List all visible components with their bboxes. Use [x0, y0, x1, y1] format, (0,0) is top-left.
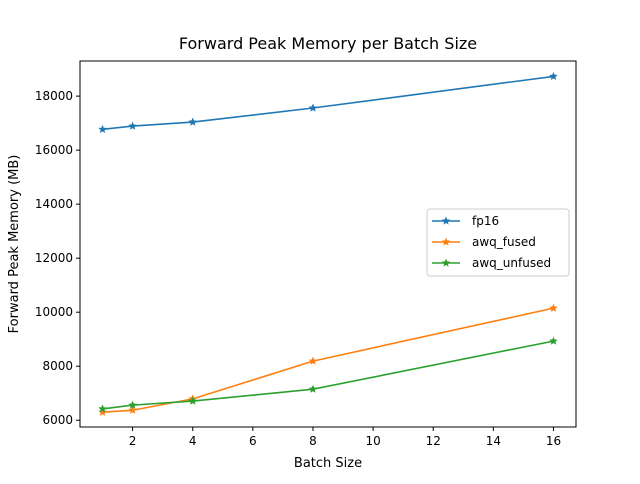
- series-line-fp16: [102, 75, 554, 131]
- data-point-fp16: [188, 117, 197, 126]
- y-tick-label: 12000: [35, 251, 73, 265]
- legend-marker: [441, 258, 451, 267]
- legend-box: [426, 208, 570, 277]
- legend-label: fp16: [472, 214, 499, 228]
- data-point-awq_fused: [98, 407, 107, 416]
- x-tick-label: 4: [189, 434, 197, 448]
- chart-title: Forward Peak Memory per Batch Size: [179, 34, 477, 53]
- series-fp16: [98, 71, 558, 133]
- series-awq_fused: [98, 303, 558, 416]
- data-point-awq_fused: [128, 405, 137, 414]
- series-line-awq_unfused: [102, 340, 554, 410]
- data-point-awq_unfused: [188, 396, 197, 405]
- y-tick-label: 6000: [42, 413, 73, 427]
- y-tick-label: 8000: [42, 359, 73, 373]
- x-tick-label: 8: [309, 434, 317, 448]
- data-point-awq_fused: [549, 303, 558, 312]
- data-point-fp16: [128, 121, 137, 130]
- legend-label: awq_unfused: [472, 256, 551, 270]
- legend-marker: [441, 216, 451, 225]
- y-axis-label: Forward Peak Memory (MB): [7, 155, 22, 334]
- x-tick-label: 2: [129, 434, 137, 448]
- y-tick-label: 10000: [35, 305, 73, 319]
- data-point-awq_unfused: [549, 336, 558, 345]
- y-tick-label: 14000: [35, 197, 73, 211]
- legend: fp16 awq_fused awq_unfused: [426, 208, 570, 277]
- series-line-awq_fused: [102, 307, 554, 413]
- data-point-fp16: [308, 103, 318, 112]
- data-point-awq_fused: [308, 356, 318, 365]
- series-awq_unfused: [98, 336, 558, 413]
- legend-label: awq_fused: [472, 235, 536, 249]
- x-tick-label: 12: [426, 434, 441, 448]
- x-axis-label: Batch Size: [294, 456, 362, 471]
- data-point-fp16: [549, 71, 558, 80]
- data-point-awq_unfused: [308, 384, 318, 393]
- data-point-fp16: [98, 124, 107, 133]
- x-tick-label: 14: [486, 434, 501, 448]
- legend-marker: [441, 237, 451, 246]
- axes-frame: [79, 60, 577, 428]
- x-tick-label: 16: [546, 434, 561, 448]
- data-point-awq_unfused: [128, 400, 137, 409]
- x-tick-label: 10: [365, 434, 380, 448]
- y-tick-label: 16000: [35, 143, 73, 157]
- data-point-awq_unfused: [98, 404, 107, 413]
- y-tick-label: 18000: [35, 89, 73, 103]
- x-tick-label: 6: [249, 434, 257, 448]
